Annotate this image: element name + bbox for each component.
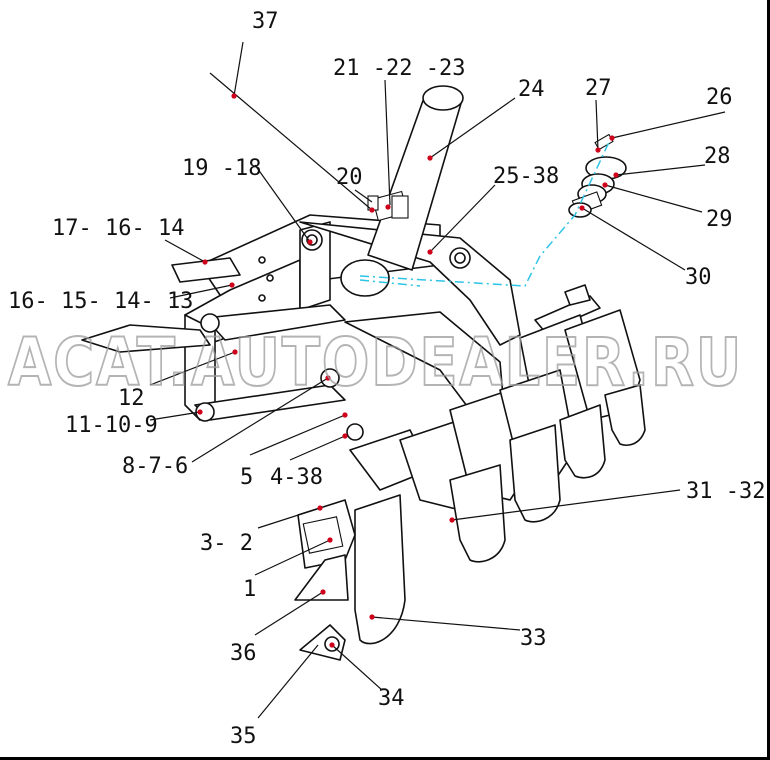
callout-31-32: 31 -32 (686, 479, 765, 504)
callout-25-38: 25-38 (493, 164, 559, 189)
callout-24: 24 (518, 77, 545, 102)
callout-1: 1 (243, 577, 256, 602)
callout-12: 12 (118, 386, 145, 411)
watermark-text: ACAT.AUTODEALER.RU (8, 324, 743, 401)
shanks (354, 384, 646, 645)
callout-33: 33 (520, 626, 547, 651)
callout-34: 34 (378, 686, 405, 711)
callout-16-15-14-13: 16- 15- 14- 13 (8, 289, 193, 314)
callout-5: 5 (240, 465, 253, 490)
callout-19-18: 19 -18 (182, 156, 261, 181)
callout-37: 37 (252, 9, 279, 34)
callout-17-16-14: 17- 16- 14 (52, 216, 184, 241)
callout-labels: 37 21 -22 -23 24 27 26 28 20 19 -18 25-3… (8, 9, 765, 749)
callout-20: 20 (336, 165, 363, 190)
callout-11-10-9: 11-10-9 (65, 413, 158, 438)
center-lines (359, 139, 611, 287)
side-plates (81, 257, 241, 353)
callout-21-22-23: 21 -22 -23 (333, 56, 465, 81)
callout-35: 35 (230, 724, 257, 749)
callout-27: 27 (585, 76, 612, 101)
leader-lines (149, 41, 726, 719)
callout-30: 30 (685, 265, 712, 290)
callout-3-2: 3- 2 (200, 531, 253, 556)
callout-29: 29 (706, 207, 733, 232)
callout-28: 28 (704, 144, 731, 169)
callout-8-7-6: 8-7-6 (122, 454, 188, 479)
callout-36: 36 (230, 641, 257, 666)
point-markers (197, 93, 619, 648)
front-tooth-assembly (294, 499, 356, 661)
callout-4-38: 4-38 (270, 465, 323, 490)
callout-26: 26 (706, 85, 733, 110)
